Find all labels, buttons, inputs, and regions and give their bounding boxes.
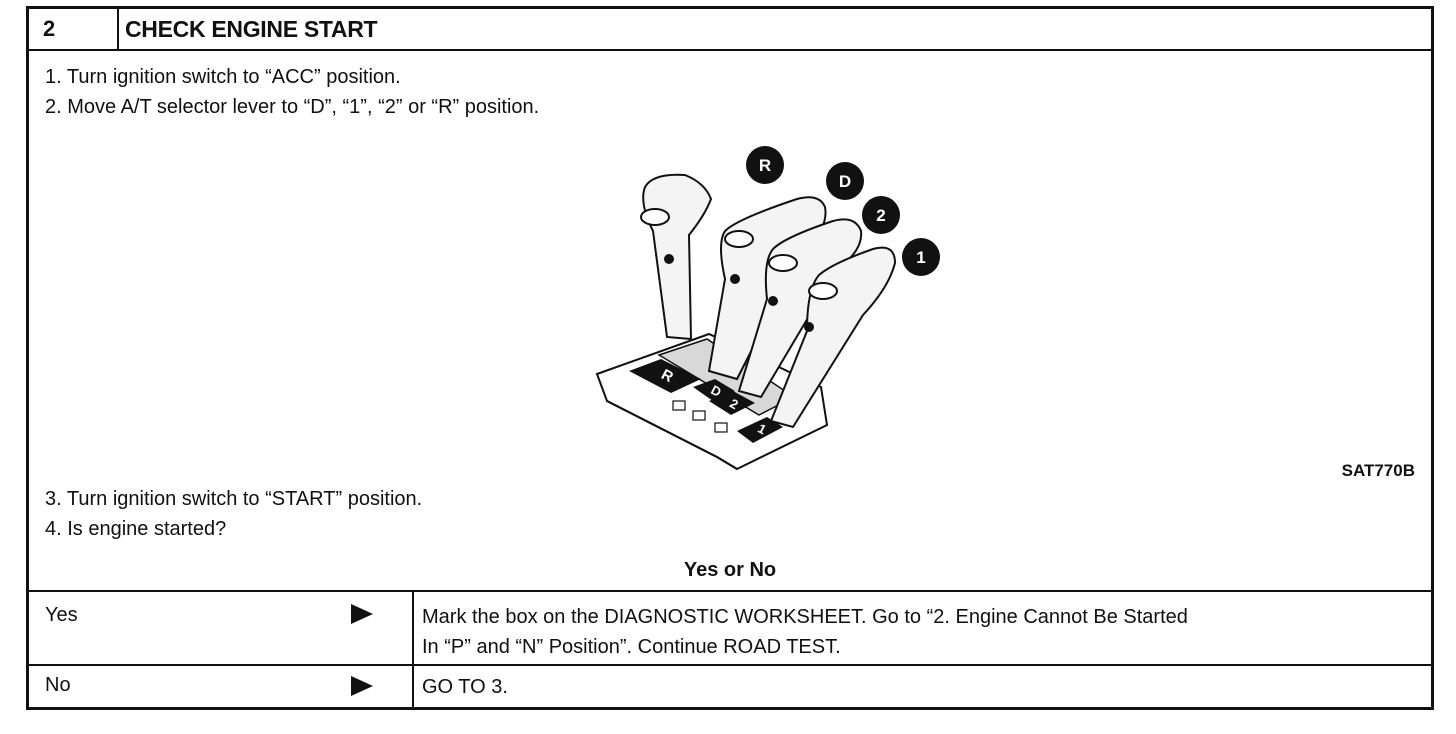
svg-text:2: 2 bbox=[876, 206, 885, 225]
badge-r: R bbox=[746, 146, 784, 184]
action-no: GO TO 3. bbox=[412, 666, 1431, 708]
instruction-3: 3. Turn ignition switch to “START” posit… bbox=[45, 488, 423, 510]
lever-r-position bbox=[640, 173, 713, 341]
svg-text:R: R bbox=[759, 156, 771, 175]
instruction-1: 1. Turn ignition switch to “ACC” positio… bbox=[45, 66, 401, 88]
action-yes-line-2: In “P” and “N” Position”. Continue ROAD … bbox=[422, 636, 841, 658]
action-no-line-1: GO TO 3. bbox=[422, 676, 508, 698]
step-number: 2 bbox=[29, 9, 119, 49]
result-row-no: No GO TO 3. bbox=[29, 666, 1431, 708]
gate-label-2: 2 bbox=[709, 391, 755, 415]
question-label: Yes or No bbox=[683, 559, 777, 581]
selector-lever-illustration: R D 2 1 bbox=[595, 146, 940, 471]
badge-1: 1 bbox=[902, 238, 940, 276]
badge-d: D bbox=[826, 162, 864, 200]
answer-no: No bbox=[45, 674, 71, 696]
gate-label-r: R bbox=[629, 359, 701, 393]
action-yes: Mark the box on the DIAGNOSTIC WORKSHEET… bbox=[412, 592, 1431, 664]
gate-label-1: 1 bbox=[737, 417, 783, 443]
step-title: CHECK ENGINE START bbox=[125, 16, 378, 42]
instruction-2: 2. Move A/T selector lever to “D”, “1”, … bbox=[45, 96, 540, 118]
result-row-yes: Yes Mark the box on the DIAGNOSTIC WORKS… bbox=[29, 592, 1431, 666]
lever-2-position bbox=[737, 218, 863, 399]
svg-text:1: 1 bbox=[916, 248, 925, 267]
result-table: Yes Mark the box on the DIAGNOSTIC WORKS… bbox=[29, 590, 1431, 708]
figure-code: SAT770B bbox=[1341, 461, 1415, 480]
instruction-4: 4. Is engine started? bbox=[45, 518, 227, 540]
arrow-right-icon bbox=[351, 604, 373, 624]
arrow-right-icon bbox=[351, 676, 373, 696]
lever-1-position bbox=[769, 246, 897, 429]
action-yes-line-1: Mark the box on the DIAGNOSTIC WORKSHEET… bbox=[422, 606, 1188, 628]
answer-yes: Yes bbox=[45, 604, 78, 626]
badge-2: 2 bbox=[862, 196, 900, 234]
svg-text:D: D bbox=[839, 172, 851, 191]
diagnostic-step-card: 2 CHECK ENGINE START 1. Turn ignition sw… bbox=[26, 6, 1434, 710]
step-header: 2 CHECK ENGINE START bbox=[29, 9, 1431, 51]
